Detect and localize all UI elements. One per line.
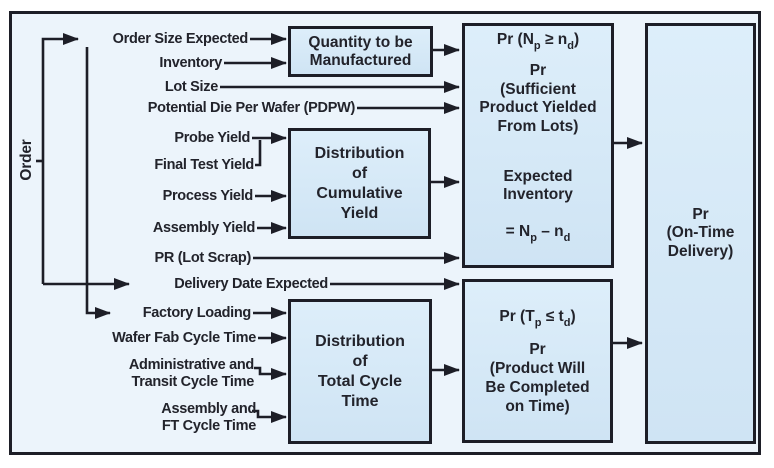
pr-yield-formula: Pr (Np ≥ nd) bbox=[496, 30, 580, 52]
pr-on-time-delivery-box: Pr (On-Time Delivery) bbox=[645, 23, 756, 444]
total-cycle-box-label: Distribution of Total Cycle Time bbox=[315, 332, 405, 410]
cumulative-yield-box-label: Distribution of Cumulative Yield bbox=[314, 144, 405, 222]
input-label-delivery-date-expected: Delivery Date Expected bbox=[174, 276, 328, 292]
input-label-admin-transit-cycle-time: Administrative and Transit Cycle Time bbox=[128, 357, 254, 390]
expected-inventory-equation: = Np – nd bbox=[505, 223, 571, 245]
pr-yield-description: Pr (Sufficient Product Yielded From Lots… bbox=[479, 62, 597, 135]
order-rail-label: Order bbox=[18, 139, 35, 181]
input-label-probe-yield: Probe Yield bbox=[174, 130, 250, 146]
order-size-rail-to-factory bbox=[85, 47, 111, 319]
input-label-process-yield: Process Yield bbox=[162, 188, 254, 204]
input-label-final-test-yield: Final Test Yield bbox=[154, 157, 254, 173]
quantity-box-label: Quantity to be Manufactured bbox=[308, 33, 413, 69]
input-label-pr-lot-scrap: PR (Lot Scrap) bbox=[154, 250, 251, 266]
expected-inventory-label: Expected Inventory bbox=[503, 167, 573, 204]
pr-time-description: Pr (Product Will Be Completed on Time) bbox=[485, 340, 590, 415]
input-label-factory-loading: Factory Loading bbox=[142, 305, 252, 321]
pr-time-formula: Pr (Tp ≤ td) bbox=[499, 307, 576, 329]
pr-on-time-completion-box: Pr (Tp ≤ td) Pr (Product Will Be Complet… bbox=[462, 279, 613, 443]
input-label-wafer-fab-cycle-time: Wafer Fab Cycle Time bbox=[112, 330, 256, 346]
arrow-admin-to-totalcycle bbox=[254, 366, 287, 380]
input-label-order-size-expected: Order Size Expected bbox=[112, 31, 249, 47]
on-time-delivery-label: Pr (On-Time Delivery) bbox=[666, 205, 735, 260]
input-label-inventory: Inventory bbox=[159, 55, 222, 71]
distribution-cumulative-yield-box: Distribution of Cumulative Yield bbox=[288, 128, 431, 239]
expected-inventory-block: Expected Inventory = Np – nd bbox=[503, 149, 573, 260]
input-label-pdpw: Potential Die Per Wafer (PDPW) bbox=[147, 100, 356, 116]
final-test-bracket bbox=[255, 140, 262, 167]
input-label-lot-size: Lot Size bbox=[164, 79, 218, 95]
distribution-total-cycle-time-box: Distribution of Total Cycle Time bbox=[288, 299, 432, 444]
arrow-assemblyft-to-totalcycle bbox=[252, 409, 287, 423]
input-label-assembly-yield: Assembly Yield bbox=[152, 220, 255, 236]
quantity-to-be-manufactured-box: Quantity to be Manufactured bbox=[288, 26, 433, 77]
pr-sufficient-yield-box: Pr (Np ≥ nd) Pr (Sufficient Product Yiel… bbox=[462, 23, 614, 268]
input-label-assembly-ft-cycle-time: Assembly and FT Cycle Time bbox=[161, 401, 256, 434]
order-rail-to-order-size bbox=[41, 33, 79, 284]
